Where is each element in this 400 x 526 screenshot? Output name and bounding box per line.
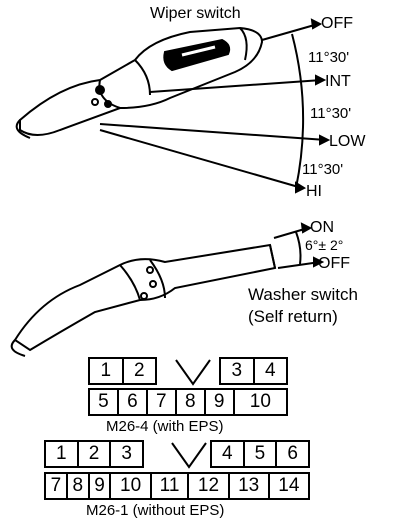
pin: 7 xyxy=(145,388,177,416)
pin: 5 xyxy=(242,440,278,468)
pin: 6 xyxy=(275,440,310,468)
pin: 4 xyxy=(209,440,245,468)
connector-m26-1-caption: M26-1 (without EPS) xyxy=(86,502,225,519)
pin: 12 xyxy=(187,472,230,500)
connector-m26-4-bottom-row: 5 6 7 8 9 10 xyxy=(88,388,289,416)
connector-m26-1-bottom-row: 7 8 9 10 11 12 13 14 xyxy=(44,472,311,500)
wiper-position-int: INT xyxy=(325,73,351,90)
wiper-angle-lines xyxy=(99,18,331,194)
pin: 8 xyxy=(174,388,206,416)
key-gap xyxy=(156,358,220,384)
wiper-switch-title: Wiper switch xyxy=(150,5,241,22)
pin: 3 xyxy=(219,357,255,385)
pin: 10 xyxy=(109,472,152,500)
pin: 9 xyxy=(87,472,112,500)
pin: 1 xyxy=(88,357,124,385)
pin: 13 xyxy=(227,472,270,500)
wiper-angle-3: 11°30' xyxy=(302,161,343,178)
wiper-angle-2: 11°30' xyxy=(310,105,351,122)
pin: 1 xyxy=(44,440,79,468)
connector-m26-4-caption: M26-4 (with EPS) xyxy=(106,418,224,435)
pin: 14 xyxy=(267,472,311,500)
pin: 5 xyxy=(88,388,119,416)
pin: 2 xyxy=(76,440,112,468)
wiper-position-hi: HI xyxy=(306,183,322,200)
connector-m26-1-top-row: 1 2 3 4 5 6 xyxy=(44,440,310,468)
pin: 6 xyxy=(116,388,148,416)
pin: 4 xyxy=(252,357,288,385)
wiper-position-low: LOW xyxy=(329,133,366,150)
connector-m26-1-key xyxy=(171,442,207,469)
key-gap xyxy=(143,441,211,467)
washer-angle: 6°± 2° xyxy=(305,237,343,253)
washer-position-off: OFF xyxy=(318,255,350,272)
wiper-angle-1: 11°30' xyxy=(308,49,349,66)
pin: 7 xyxy=(44,472,68,500)
wiper-switch-illustration xyxy=(15,26,264,139)
washer-position-on: ON xyxy=(310,219,334,236)
washer-switch-subtitle: (Self return) xyxy=(248,307,338,326)
pin: 10 xyxy=(232,388,289,416)
connector-m26-4-key xyxy=(175,359,211,386)
connector-m26-4-top-row: 1 2 3 4 xyxy=(88,357,288,385)
pin: 2 xyxy=(121,357,157,385)
wiper-position-off: OFF xyxy=(321,15,353,32)
washer-switch-illustration xyxy=(10,222,325,357)
pin: 8 xyxy=(65,472,90,500)
pin: 9 xyxy=(203,388,235,416)
washer-switch-title: Washer switch xyxy=(248,285,358,304)
pin: 3 xyxy=(109,440,144,468)
pin: 11 xyxy=(149,472,190,500)
